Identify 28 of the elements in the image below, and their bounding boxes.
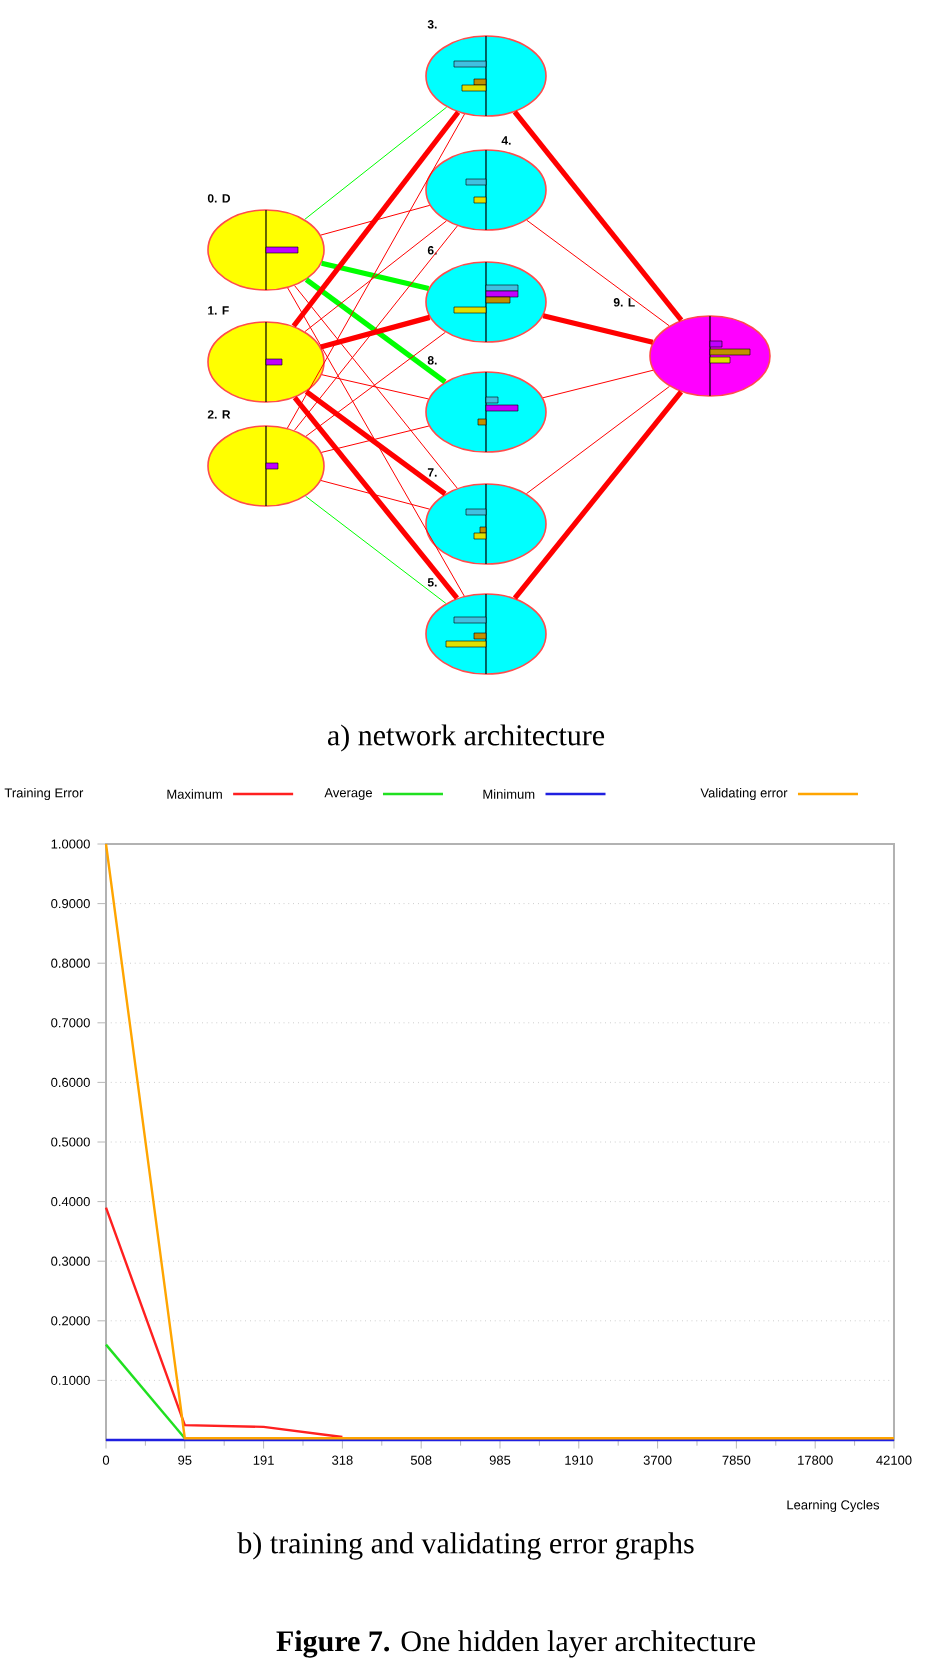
connection-line bbox=[526, 385, 670, 495]
connection-line bbox=[542, 369, 654, 399]
connection-line bbox=[286, 113, 465, 429]
panel-caption: a) network architecture bbox=[327, 724, 605, 752]
connection-line bbox=[526, 219, 670, 327]
connection-line bbox=[304, 277, 447, 384]
connection-line bbox=[321, 374, 429, 400]
connection-line bbox=[304, 106, 448, 220]
figure-caption: Figure 7. One hidden layer architecture bbox=[276, 1630, 756, 1658]
panel-caption: b) training and validating error graphs bbox=[237, 1532, 694, 1560]
connection-line bbox=[292, 395, 459, 600]
connection-line bbox=[320, 314, 431, 350]
connection-line bbox=[512, 390, 684, 600]
connection-line bbox=[320, 425, 430, 453]
connection-line bbox=[320, 480, 430, 510]
connection-line bbox=[512, 110, 684, 322]
connection-line bbox=[305, 331, 446, 437]
connection-line bbox=[304, 389, 447, 496]
connection-line bbox=[542, 313, 654, 345]
connection-line bbox=[287, 287, 465, 597]
connection-line bbox=[304, 220, 447, 332]
connection-line bbox=[321, 260, 430, 291]
connection-line bbox=[294, 285, 458, 489]
line-series bbox=[104, 1206, 344, 1439]
connection-line bbox=[291, 110, 461, 328]
connection-line bbox=[320, 204, 431, 236]
connection-line bbox=[293, 225, 458, 431]
connection-line bbox=[305, 495, 447, 604]
